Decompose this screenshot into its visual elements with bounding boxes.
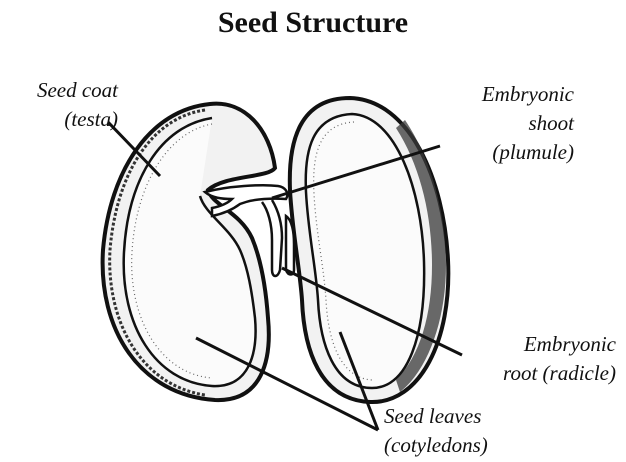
label-cotyledons-line-1: Seed leaves (384, 402, 554, 431)
label-radicle-line-1: Embryonic (456, 330, 616, 359)
label-radicle-line-2: root (radicle) (456, 359, 616, 388)
label-plumule-line-3: (plumule) (430, 138, 574, 167)
label-plumule-line-2: shoot (430, 109, 574, 138)
label-plumule: Embryonic shoot (plumule) (430, 80, 574, 167)
label-plumule-line-1: Embryonic (430, 80, 574, 109)
left-seed-half (103, 104, 275, 400)
label-cotyledons-line-2: (cotyledons) (384, 431, 554, 460)
label-cotyledons: Seed leaves (cotyledons) (384, 402, 554, 460)
label-radicle: Embryonic root (radicle) (456, 330, 616, 388)
label-seed-coat-line-2: (testa) (8, 105, 118, 134)
right-seed-half (290, 98, 449, 402)
diagram-title: Seed Structure (0, 6, 626, 40)
label-seed-coat-line-1: Seed coat (8, 76, 118, 105)
label-seed-coat: Seed coat (testa) (8, 76, 118, 134)
